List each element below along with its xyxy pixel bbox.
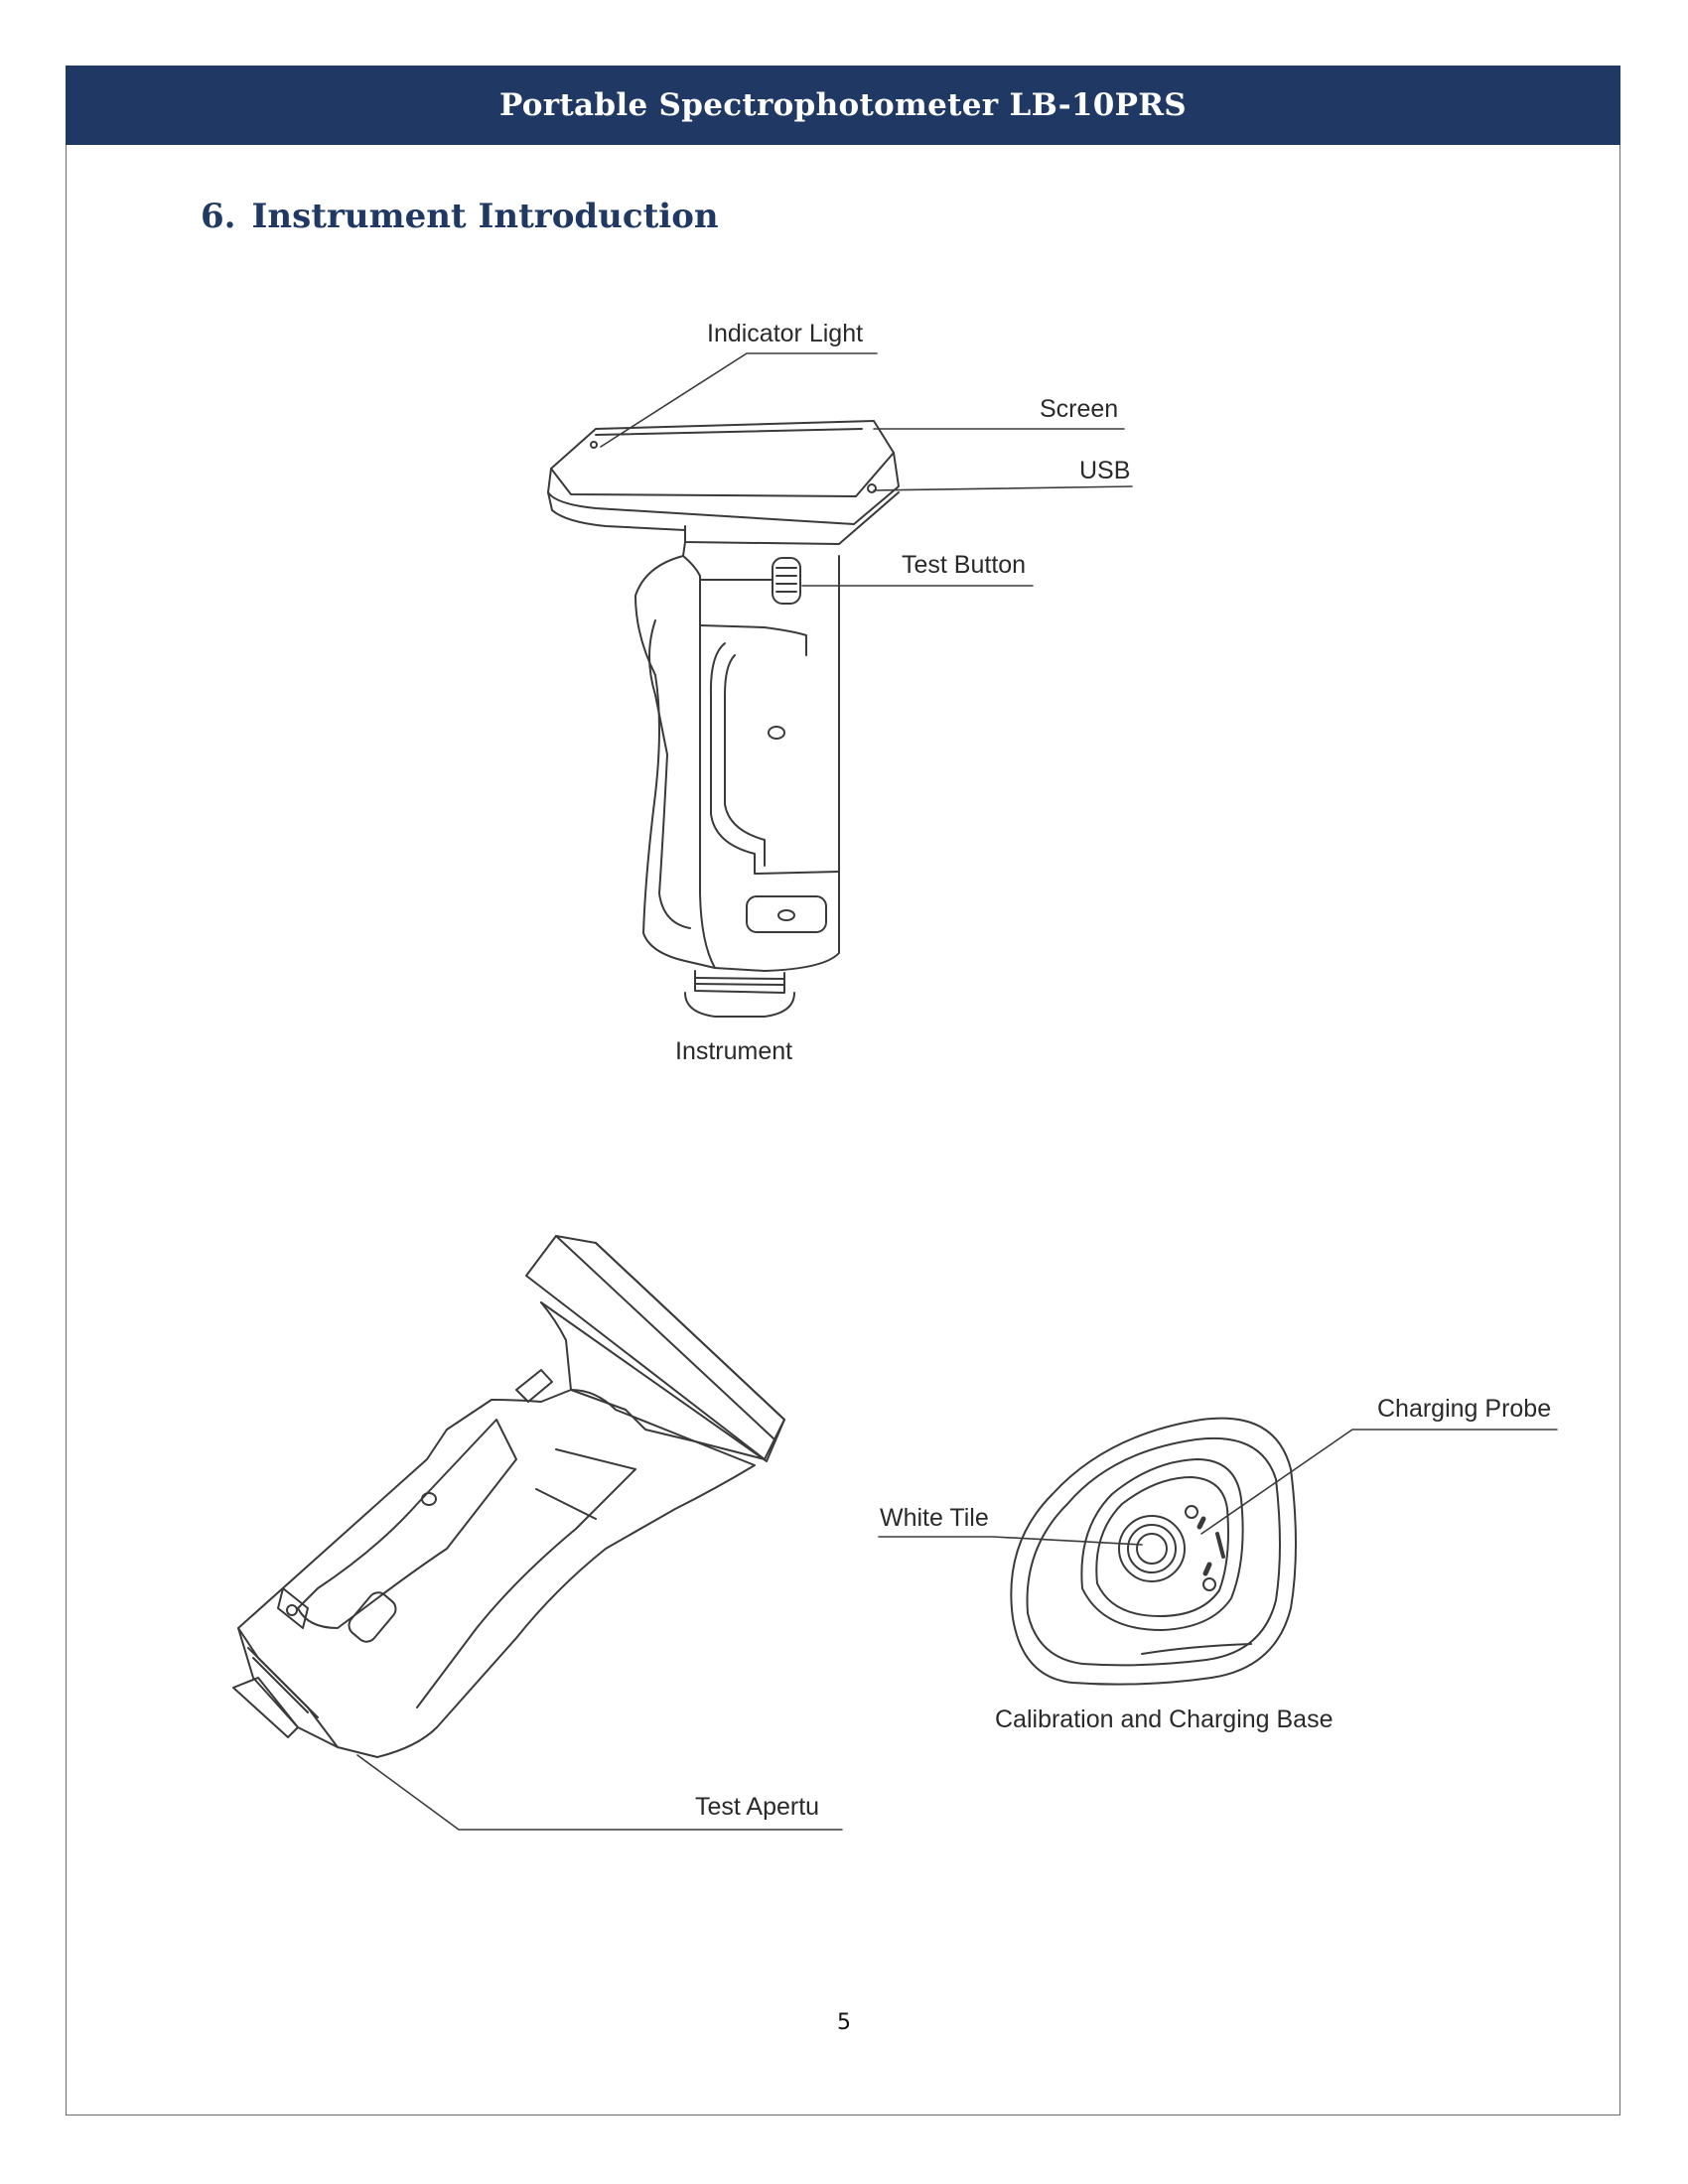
top-leader-lines (600, 352, 1133, 587)
label-test-aperture: Test Apertu (695, 1793, 820, 1821)
bottom-right-leader-lines (878, 1429, 1558, 1546)
label-screen: Screen (1040, 395, 1119, 423)
label-indicator-light: Indicator Light (707, 320, 864, 347)
header-title: Portable Spectrophotometer LB-10PRS (499, 87, 1187, 123)
header-banner: Portable Spectrophotometer LB-10PRS (66, 66, 1620, 145)
label-usb: USB (1079, 457, 1131, 484)
calibration-base-drawing (1010, 1417, 1297, 1686)
label-charging-probe: Charging Probe (1377, 1395, 1552, 1423)
page-number: 5 (837, 2010, 851, 2035)
section-title: Instrument Introduction (251, 197, 719, 236)
caption-calibration-base: Calibration and Charging Base (995, 1706, 1334, 1733)
label-white-tile: White Tile (880, 1504, 989, 1532)
instrument-lying-drawing (232, 1235, 785, 1758)
bottom-left-leader-line (356, 1754, 843, 1831)
section-number: 6. (201, 197, 236, 236)
label-test-button: Test Button (902, 551, 1027, 579)
section-heading: 6. Instrument Introduction (201, 197, 719, 236)
caption-instrument: Instrument (675, 1037, 793, 1065)
instrument-upright-drawing (547, 420, 900, 1018)
